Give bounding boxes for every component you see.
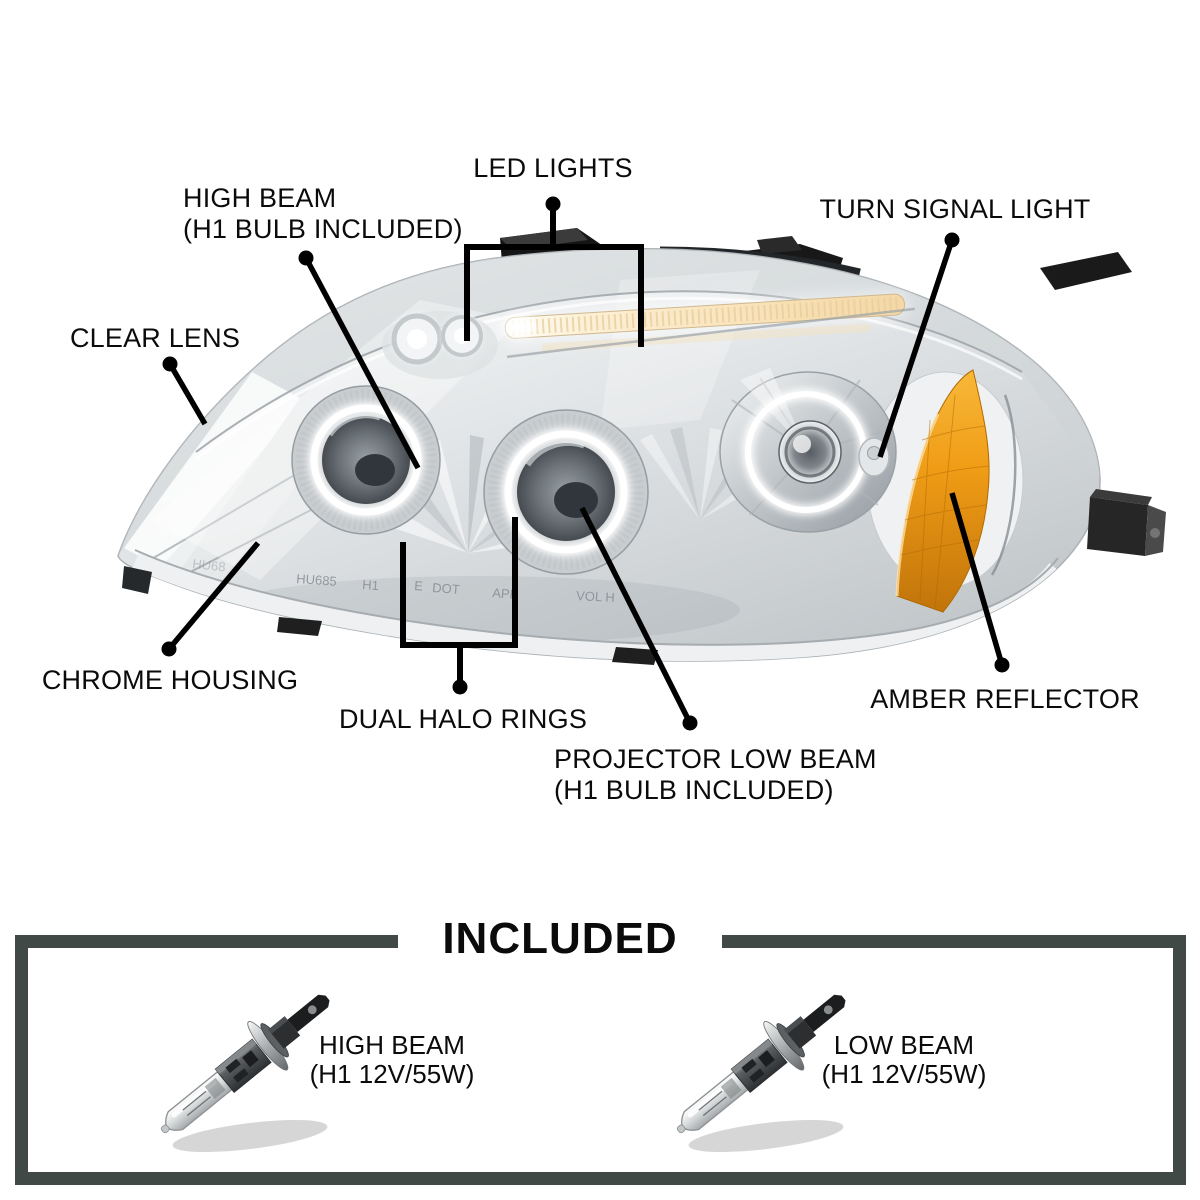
- high-beam-label-line1: HIGH BEAM: [183, 183, 337, 213]
- chrome-housing-label: CHROME HOUSING: [41, 665, 299, 695]
- bulb-low-beam-image: [658, 973, 864, 1156]
- dual-halo-rings-label: DUAL HALO RINGS: [338, 704, 588, 734]
- bulb-high-beam-image: [142, 973, 348, 1156]
- lens-marking: HU685: [296, 571, 337, 589]
- halo-ring-center: [483, 409, 649, 575]
- lens-marking: DOT: [432, 580, 460, 597]
- low-beam-bulb-label: LOW BEAM (H1 12V/55W): [822, 1031, 987, 1089]
- callout-chrome-housing: [161, 541, 261, 657]
- lens-marking: HU68: [192, 556, 227, 574]
- included-box: [15, 928, 1186, 1185]
- callout-high-beam: [298, 250, 421, 470]
- led-lights-label: LED LIGHTS: [473, 153, 633, 183]
- callout-clear-lens: [162, 356, 208, 426]
- clear-lens-label: CLEAR LENS: [69, 323, 241, 353]
- bottom-tab-1: [277, 617, 322, 636]
- turn-signal-projector: [719, 368, 897, 533]
- callout-turn-signal: [877, 232, 960, 458]
- high-beam-bulb-spec: (H1 12V/55W): [309, 1059, 475, 1089]
- right-end-bracket: [1087, 489, 1166, 556]
- included-title: INCLUDED: [442, 914, 678, 963]
- high-beam-lamps: [382, 311, 498, 379]
- high-beam-label-line2: (H1 BULB INCLUDED): [183, 214, 463, 244]
- projector-low-beam-label-line1: PROJECTOR LOW BEAM: [554, 744, 877, 774]
- callout-led-lights: [464, 196, 644, 347]
- projector-low-beam-label: PROJECTOR LOW BEAM (H1 BULB INCLUDED): [554, 744, 877, 806]
- high-beam-bulb-name: HIGH BEAM: [319, 1030, 465, 1060]
- amber-reflector-part: [895, 369, 990, 613]
- low-beam-bulb-spec: (H1 12V/55W): [821, 1059, 987, 1089]
- high-beam-label: HIGH BEAM (H1 BULB INCLUDED): [183, 183, 463, 245]
- bottom-left-clip: [122, 566, 152, 594]
- lens-marking: E: [414, 578, 424, 594]
- callout-graphics: [161, 196, 1010, 731]
- included-title-gap: [398, 928, 722, 952]
- led-strip: [500, 291, 915, 359]
- mounting-tab-far-right: [1040, 252, 1132, 290]
- lens-marking: VOL H: [576, 588, 615, 605]
- halo-ring-left: [291, 385, 441, 535]
- low-beam-bulb-name: LOW BEAM: [833, 1030, 975, 1060]
- high-beam-bulb-label: HIGH BEAM (H1 12V/55W): [310, 1031, 475, 1089]
- callout-projector-low-beam: [579, 506, 698, 731]
- lens-markings: HU685 H1 E DOT APP VOL H HU68: [192, 556, 615, 605]
- callout-dual-halo: [400, 517, 518, 695]
- amber-reflector-label: AMBER REFLECTOR: [870, 684, 1140, 714]
- callout-amber-reflector: [949, 492, 1010, 673]
- turn-signal-label: TURN SIGNAL LIGHT: [819, 194, 1091, 224]
- bottom-tab-2: [612, 647, 658, 665]
- projector-low-beam-label-line2: (H1 BULB INCLUDED): [554, 775, 834, 805]
- lens-marking: H1: [362, 577, 380, 593]
